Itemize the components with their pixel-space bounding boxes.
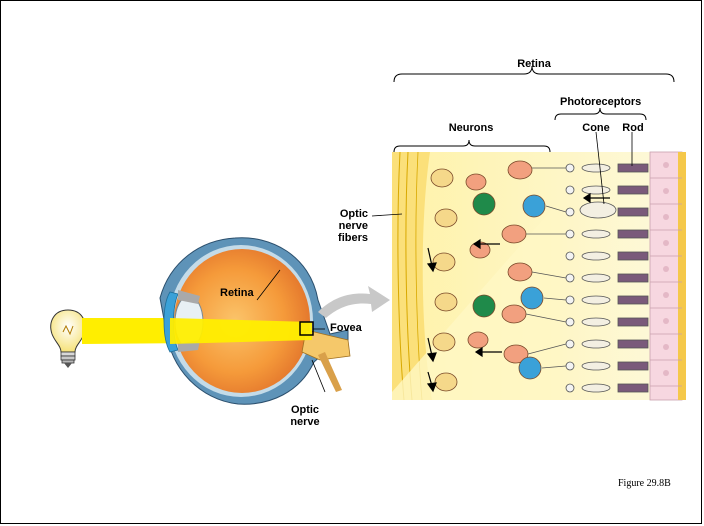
- magnify-arrow: [318, 286, 390, 318]
- retina-detail: [372, 132, 686, 400]
- label-fovea: Fovea: [330, 322, 362, 334]
- label-neurons: Neurons: [436, 122, 506, 134]
- label-optic-nerve-fibers: Optic nerve fibers: [320, 208, 368, 244]
- label-photoreceptors: Photoreceptors: [560, 96, 640, 108]
- bracket-neurons: [394, 140, 550, 152]
- label-retina-eye: Retina: [220, 287, 254, 299]
- eyeball: [160, 238, 350, 404]
- light-bulb-icon: [51, 310, 85, 368]
- label-cone: Cone: [576, 122, 616, 134]
- label-optic-nerve: Optic nerve: [282, 404, 328, 428]
- figure-caption: Figure 29.8B: [618, 478, 671, 489]
- bracket-photoreceptors: [555, 108, 646, 120]
- label-rod: Rod: [618, 122, 648, 134]
- label-retina-top: Retina: [504, 58, 564, 70]
